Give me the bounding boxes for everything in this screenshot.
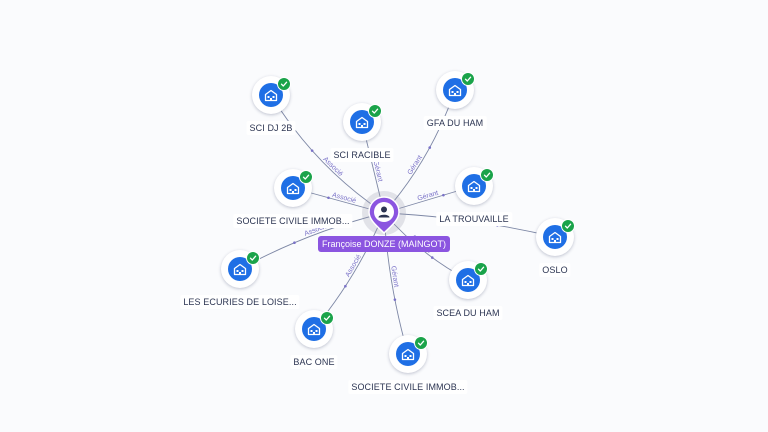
edge-arrow-scea-du-ham (430, 256, 434, 259)
person-pin-icon (368, 196, 400, 234)
verified-check-icon (414, 336, 428, 350)
edge-arrow-bac-one (344, 284, 347, 288)
edge-label-sci-racible: Gérant (372, 160, 384, 182)
edge-label-la-trouvaille: Gérant (417, 190, 440, 203)
edge-sci-dj-2b (270, 94, 385, 214)
verified-check-icon (480, 168, 494, 182)
company-label: SOCIETE CIVILE IMMOB... (233, 214, 353, 228)
edge-arrow-sci-dj-2b (310, 149, 314, 152)
edge-arrow-les-ecuries (293, 241, 296, 245)
edge-arrow-gfa-du-ham (428, 146, 432, 149)
edge-label-societe-civile-immob-2: Gérant (389, 265, 399, 287)
company-label: BAC ONE (290, 355, 338, 369)
company-label: OSLO (539, 263, 571, 277)
verified-check-icon (461, 72, 475, 86)
company-label: GFA DU HAM (423, 116, 487, 130)
edge-arrow-societe-civile-immob-1 (327, 196, 330, 200)
verified-check-icon (320, 311, 334, 325)
edge-arrow-societe-civile-immob-2 (393, 298, 397, 301)
company-label: SCEA DU HAM (433, 306, 503, 320)
company-label: SCI RACIBLE (330, 148, 394, 162)
company-label: LA TROUVAILLE (436, 212, 512, 226)
verified-check-icon (474, 262, 488, 276)
verified-check-icon (299, 170, 313, 184)
verified-check-icon (277, 77, 291, 91)
verified-check-icon (561, 219, 575, 233)
center-person-label: Françoise DONZE (MAINGOT) (317, 236, 451, 252)
company-label: SCI DJ 2B (246, 121, 296, 135)
edge-label-bac-one: Associé (345, 254, 363, 279)
company-label: SOCIETE CIVILE IMMOB... (348, 380, 468, 394)
edge-label-gfa-du-ham: Gérant (407, 154, 424, 176)
verified-check-icon (368, 104, 382, 118)
verified-check-icon (246, 251, 260, 265)
edge-arrow-la-trouvaille (442, 193, 445, 197)
edge-label-societe-civile-immob-1: Associé (331, 192, 357, 205)
company-label: LES ECURIES DE LOISE... (180, 295, 300, 309)
